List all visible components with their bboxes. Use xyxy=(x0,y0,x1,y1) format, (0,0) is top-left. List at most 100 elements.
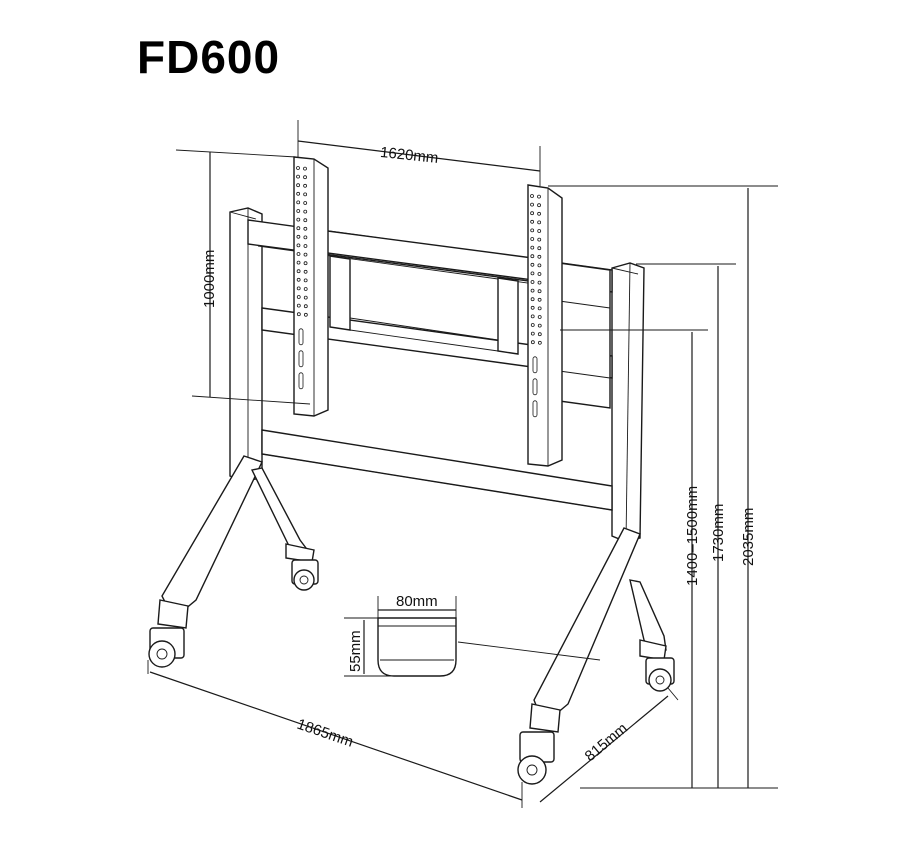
product-title: FD600 xyxy=(137,31,281,83)
left-plate-hole xyxy=(296,217,301,222)
left-plate-hole xyxy=(296,312,301,317)
right-plate-hole xyxy=(537,306,542,311)
left-plate-hole xyxy=(303,218,308,223)
right-plate-hole xyxy=(530,228,535,233)
left-plate-hole xyxy=(296,234,301,239)
left-plate-hole xyxy=(296,226,301,231)
left-plate-hole xyxy=(296,277,301,282)
left-plate-hole xyxy=(303,175,307,180)
right-plate-hole xyxy=(530,245,535,250)
dim-55: 55mm xyxy=(347,630,364,672)
left-plate-hole xyxy=(296,200,301,205)
right-plate-slot xyxy=(532,378,538,396)
left-plate-hole xyxy=(303,192,308,197)
right-plate-hole xyxy=(537,323,542,328)
left-plate-hole xyxy=(303,287,308,291)
left-plate-hole xyxy=(296,191,301,196)
right-plate-hole xyxy=(530,288,535,293)
right-plate-slot xyxy=(532,356,538,374)
right-plate-hole xyxy=(537,263,542,268)
left-plate-slot xyxy=(298,350,304,368)
right-plate-hole xyxy=(537,340,542,345)
left-plate-slot xyxy=(298,328,304,346)
right-plate-slot xyxy=(532,400,538,418)
right-plate-hole xyxy=(537,220,542,225)
dim-815: 815mm xyxy=(582,720,631,765)
base-legs xyxy=(157,455,667,733)
left-plate-hole xyxy=(296,269,301,274)
left-plate-hole xyxy=(296,295,301,299)
right-plate-hole xyxy=(537,237,542,242)
right-plate-hole xyxy=(530,211,534,216)
right-plate-hole xyxy=(537,203,541,208)
left-bracket-plate xyxy=(293,156,329,417)
right-plate-hole xyxy=(530,194,534,198)
dim-2035: 2035mm xyxy=(740,508,757,566)
left-plate-hole xyxy=(296,183,301,188)
right-plate-hole xyxy=(537,280,542,285)
left-plate-hole xyxy=(296,243,301,248)
dim-1400-1500: 1400–1500mm xyxy=(684,486,701,586)
caster-front-right xyxy=(517,731,555,785)
left-plate-hole xyxy=(296,260,301,265)
dim-1865: 1865mm xyxy=(295,716,356,751)
right-plate-hole xyxy=(530,297,535,302)
right-plate-hole xyxy=(530,271,535,276)
right-plate-hole xyxy=(537,211,541,216)
right-plate-hole xyxy=(537,194,541,199)
left-column xyxy=(229,207,263,482)
right-plate-hole xyxy=(530,314,535,319)
right-plate-hole xyxy=(530,331,535,336)
caster-back-right xyxy=(645,657,675,692)
left-plate-hole xyxy=(296,252,301,256)
left-plate-hole xyxy=(296,286,301,291)
left-plate-hole xyxy=(303,252,308,257)
dim-80: 80mm xyxy=(396,593,438,610)
right-plate-hole xyxy=(537,297,542,302)
dimension-lines xyxy=(147,120,778,808)
left-plate-hole xyxy=(303,295,308,300)
right-plate-hole xyxy=(530,305,535,310)
right-plate-hole xyxy=(530,219,535,224)
right-plate-hole xyxy=(537,315,542,319)
left-plate-hole xyxy=(303,183,308,188)
left-plate-hole xyxy=(303,261,308,266)
left-plate-hole xyxy=(296,166,300,170)
left-plate-hole xyxy=(296,303,301,308)
dim-1620: 1620mm xyxy=(379,144,439,167)
right-plate-hole xyxy=(537,254,542,259)
right-plate-hole xyxy=(537,246,542,251)
right-plate-hole xyxy=(537,289,542,294)
right-plate-hole xyxy=(530,262,535,267)
right-plate-hole xyxy=(530,323,535,327)
left-plate-hole xyxy=(303,278,308,283)
caster-front-left xyxy=(148,627,185,668)
left-plate-hole xyxy=(303,244,308,248)
caster-back-left xyxy=(291,559,319,591)
right-plate-hole xyxy=(537,272,542,276)
left-plate-hole xyxy=(303,269,308,274)
left-plate-hole xyxy=(296,174,300,179)
left-plate-hole xyxy=(303,312,308,317)
left-plate-slot xyxy=(298,372,304,390)
right-plate-hole xyxy=(530,202,534,207)
dim-1000: 1000mm xyxy=(201,250,218,308)
shelf-detail xyxy=(377,617,457,677)
left-plate-hole xyxy=(303,235,308,240)
casters xyxy=(148,559,675,785)
left-plate-hole xyxy=(296,209,301,213)
left-plate-hole xyxy=(303,201,308,205)
right-plate-hole xyxy=(537,332,542,337)
right-plate-hole xyxy=(530,237,535,241)
right-plate-hole xyxy=(530,254,535,259)
dim-1730: 1730mm xyxy=(710,504,727,562)
right-plate-hole xyxy=(537,229,542,233)
right-column xyxy=(611,262,645,542)
right-plate-hole xyxy=(530,280,535,284)
left-plate-hole xyxy=(303,304,308,309)
right-plate-hole xyxy=(530,340,535,345)
left-plate-hole xyxy=(303,209,308,214)
left-plate-hole xyxy=(303,226,308,231)
